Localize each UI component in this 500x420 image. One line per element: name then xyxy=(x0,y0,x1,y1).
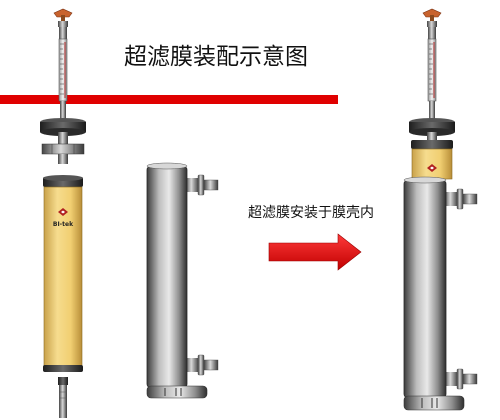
red-rule-line xyxy=(0,95,338,104)
shell-bottom-port xyxy=(185,354,219,376)
empty-membrane-shell xyxy=(146,162,219,399)
right-arrow-icon xyxy=(268,233,362,271)
shell-top-port xyxy=(185,174,219,196)
assembled-pressure-gauge-icon xyxy=(422,8,442,124)
left-exploded-assembly: BI-tek xyxy=(40,8,86,418)
base-stand-marks xyxy=(164,388,182,396)
assembled-unit xyxy=(403,8,478,411)
assembled-bottom-port xyxy=(444,368,478,390)
pressure-gauge-icon xyxy=(53,8,73,124)
assembled-logo-icon xyxy=(427,164,437,172)
diagram-title: 超滤膜装配示意图 xyxy=(124,44,308,70)
logo-icon xyxy=(58,208,68,216)
flange-plate xyxy=(40,118,86,164)
assembly-caption: 超滤膜安装于膜壳内 xyxy=(248,204,374,221)
bottom-fitting xyxy=(58,377,68,418)
assembled-flange xyxy=(409,118,455,140)
cartridge-brand-label: BI-tek xyxy=(53,221,74,228)
assembled-top-port xyxy=(444,188,478,210)
membrane-cartridge: BI-tek xyxy=(43,175,83,372)
